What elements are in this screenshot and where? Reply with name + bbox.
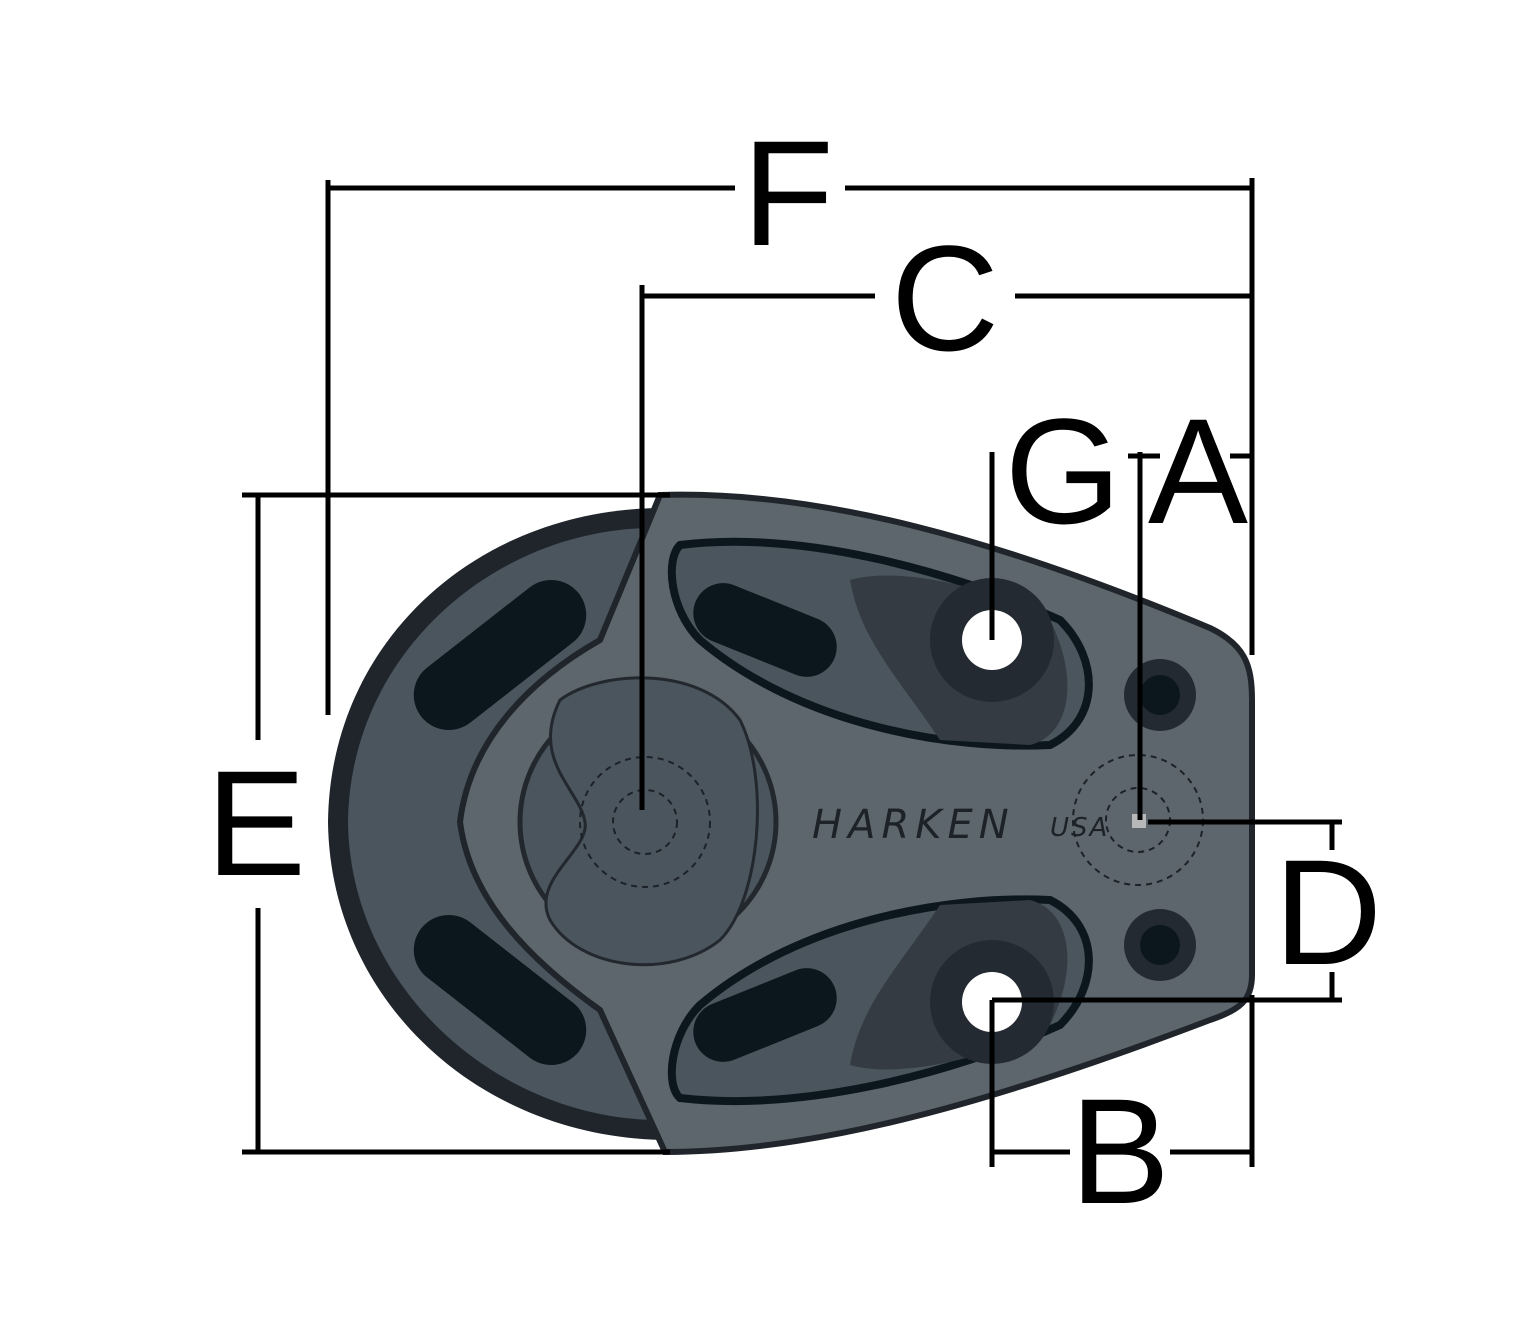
cheek-slot: [693, 583, 837, 677]
label-E: E: [206, 739, 306, 907]
sheave-slot: [413, 914, 587, 1066]
dimension-lines: [242, 178, 1342, 1167]
label-C: C: [891, 214, 999, 382]
sideplate: HARKEN USA: [456, 491, 1255, 1156]
label-F: F: [742, 109, 834, 277]
label-D: D: [1274, 828, 1382, 996]
label-G: G: [1005, 387, 1122, 555]
label-A: A: [1148, 387, 1248, 555]
label-B: B: [1070, 1067, 1170, 1235]
brand-origin: USA: [1050, 813, 1109, 843]
sheave-slot: [413, 579, 587, 731]
cheek-slot: [693, 968, 837, 1062]
brand-name: HARKEN: [812, 802, 1015, 848]
